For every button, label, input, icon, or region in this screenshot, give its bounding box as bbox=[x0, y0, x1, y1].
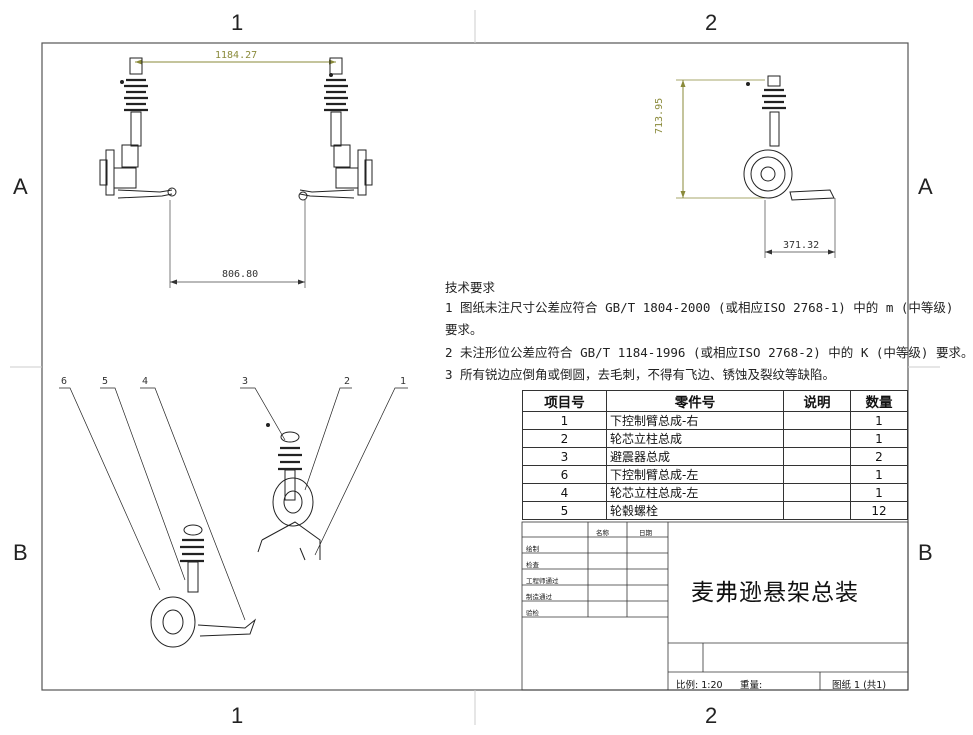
zone-bottom-1: 1 bbox=[231, 703, 244, 728]
zone-left-B: B bbox=[13, 540, 28, 565]
zone-top-1: 1 bbox=[231, 10, 244, 35]
bom-part: 轮芯立柱总成-左 bbox=[606, 483, 784, 502]
bom-qty: 2 bbox=[850, 447, 908, 466]
bom-item: 2 bbox=[522, 429, 607, 448]
tech-requirement-line: 1 图纸未注尺寸公差应符合 GB/T 1804-2000 (或相应ISO 276… bbox=[445, 300, 954, 315]
bom-item: 3 bbox=[522, 447, 607, 466]
bom-desc bbox=[783, 483, 851, 502]
bom-desc bbox=[783, 465, 851, 484]
bom-header-qty: 数量 bbox=[850, 390, 908, 412]
balloon-4: 4 bbox=[142, 376, 149, 387]
bom-item: 4 bbox=[522, 483, 607, 502]
bom-table: 项目号 零件号 说明 数量 1 下控制臂总成-右 1 2 轮芯立柱总成 1 3 … bbox=[522, 390, 908, 520]
title-block-row-label: 制造通过 bbox=[526, 593, 552, 601]
leader-6 bbox=[59, 387, 161, 591]
bom-desc bbox=[783, 411, 851, 430]
table-row: 2 轮芯立柱总成 1 bbox=[522, 429, 908, 448]
drawing-sheet bbox=[10, 10, 940, 725]
dim-text-side-height: 713.95 bbox=[654, 97, 665, 134]
bom-part: 避震器总成 bbox=[606, 447, 784, 466]
bom-qty: 1 bbox=[850, 429, 908, 448]
table-row: 4 轮芯立柱总成-左 1 bbox=[522, 483, 908, 502]
bom-qty: 1 bbox=[850, 411, 908, 430]
bom-header-desc: 说明 bbox=[783, 390, 851, 412]
isometric-view bbox=[59, 387, 408, 648]
title-block bbox=[521, 521, 909, 691]
balloon-2: 2 bbox=[344, 376, 351, 387]
leader-2 bbox=[304, 387, 352, 491]
zone-bottom-2: 2 bbox=[705, 703, 718, 728]
bom-desc bbox=[783, 501, 851, 520]
title-block-row-label: 检查 bbox=[526, 561, 539, 569]
leader-1 bbox=[314, 387, 408, 556]
bom-part: 下控制臂总成-右 bbox=[606, 411, 784, 430]
dim-text-bottom-width: 806.80 bbox=[222, 269, 259, 280]
bom-qty: 1 bbox=[850, 483, 908, 502]
zone-right-A: A bbox=[918, 174, 933, 199]
bom-item: 1 bbox=[522, 411, 607, 430]
bom-qty: 12 bbox=[850, 501, 908, 520]
zone-left-A: A bbox=[13, 174, 28, 199]
title-block-row-label: 绘制 bbox=[526, 545, 539, 553]
drawing-scale: 比例: 1:20 bbox=[676, 680, 723, 691]
title-block-col-date: 日期 bbox=[639, 529, 652, 537]
bom-header-part: 零件号 bbox=[606, 390, 784, 412]
table-row: 1 下控制臂总成-右 1 bbox=[522, 411, 908, 430]
tech-requirement-line: 3 所有锐边应倒角或倒圆，去毛刺，不得有飞边、锈蚀及裂纹等缺陷。 bbox=[445, 367, 836, 382]
table-row: 5 轮毂螺栓 12 bbox=[522, 501, 908, 520]
title-block-row-label: 工程师通过 bbox=[526, 577, 559, 585]
dim-text-side-width: 371.32 bbox=[783, 240, 820, 251]
drawing-weight: 重量: bbox=[740, 680, 763, 691]
title-block-col-name: 名称 bbox=[596, 529, 609, 537]
bom-item: 6 bbox=[522, 465, 607, 484]
bom-part: 下控制臂总成-左 bbox=[606, 465, 784, 484]
balloon-5: 5 bbox=[102, 376, 109, 387]
bom-desc bbox=[783, 429, 851, 448]
bom-part: 轮芯立柱总成 bbox=[606, 429, 784, 448]
title-block-row-label: 验检 bbox=[526, 609, 539, 617]
tech-requirements-heading: 技术要求 bbox=[445, 280, 496, 295]
balloon-6: 6 bbox=[61, 376, 68, 387]
balloon-1: 1 bbox=[400, 376, 407, 387]
table-row: 6 下控制臂总成-左 1 bbox=[522, 465, 908, 484]
balloon-3: 3 bbox=[242, 376, 249, 387]
bom-desc bbox=[783, 447, 851, 466]
left-strut-assembly bbox=[99, 57, 177, 199]
bom-part: 轮毂螺栓 bbox=[606, 501, 784, 520]
bom-item: 5 bbox=[522, 501, 607, 520]
bom-header-row: 项目号 零件号 说明 数量 bbox=[522, 390, 908, 412]
dim-text-top-width: 1184.27 bbox=[215, 50, 258, 61]
zone-right-B: B bbox=[918, 540, 933, 565]
drawing-sheet-number: 图纸 1 (共1) bbox=[832, 680, 887, 691]
bom-header-item: 项目号 bbox=[522, 390, 607, 412]
side-view bbox=[676, 75, 836, 258]
brake-disc-upper bbox=[272, 477, 314, 527]
leader-5 bbox=[100, 387, 186, 581]
zone-top-2: 2 bbox=[705, 10, 718, 35]
brake-disc-side bbox=[743, 149, 793, 199]
bom-qty: 1 bbox=[850, 465, 908, 484]
front-view bbox=[99, 57, 373, 288]
drawing-title: 麦弗逊悬架总装 bbox=[691, 580, 859, 606]
leader-4 bbox=[140, 387, 246, 621]
brake-disc-lower bbox=[150, 596, 196, 648]
tech-requirement-line: 2 未注形位公差应符合 GB/T 1184-1996 (或相应ISO 2768-… bbox=[445, 345, 973, 360]
table-row: 3 避震器总成 2 bbox=[522, 447, 908, 466]
right-strut-assembly bbox=[298, 57, 373, 201]
leader-3 bbox=[240, 387, 286, 441]
tech-requirement-line: 要求。 bbox=[445, 322, 483, 337]
